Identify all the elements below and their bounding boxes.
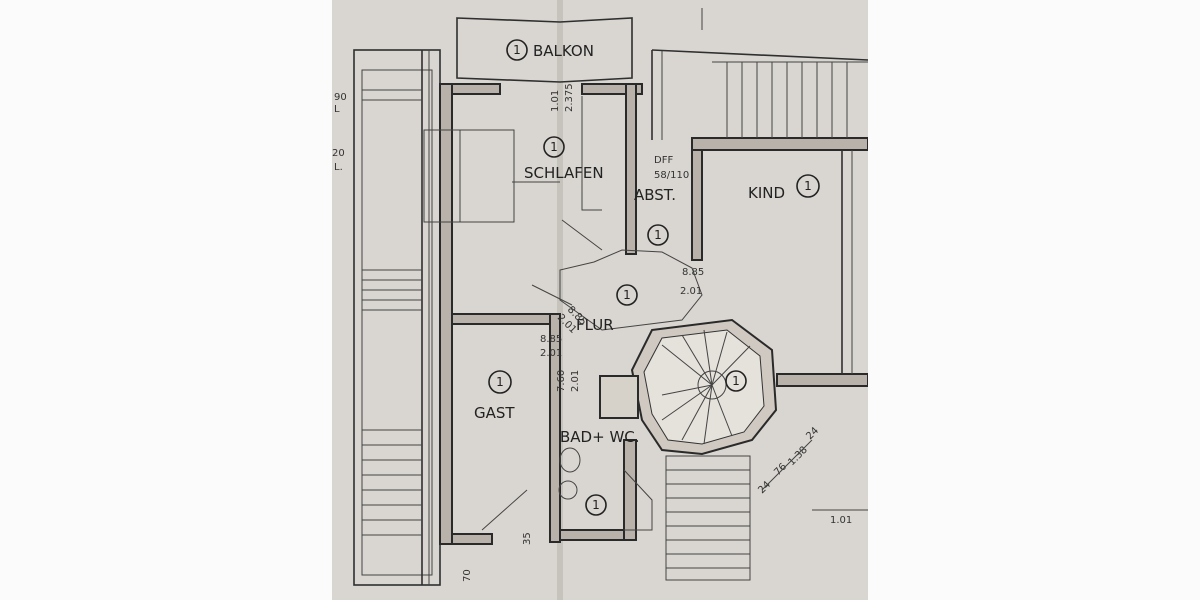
room-marker	[488, 370, 512, 394]
svg-text:2.01: 2.01	[540, 348, 562, 359]
svg-text:L: L	[334, 104, 340, 115]
dim-101: 1.01	[830, 515, 852, 526]
room-label-abst: ABST.	[634, 186, 676, 204]
svg-text:1: 1	[623, 288, 631, 302]
room-marker	[616, 284, 638, 306]
gast-room: 1 GAST	[474, 370, 528, 531]
room-marker	[647, 224, 669, 246]
abst-room: ABST. 1 DFF 58/110	[634, 155, 689, 246]
floor-plan-scan: 1 BALKON 1 SCHLAFEN ABST. 1 DFF 58/110	[332, 0, 868, 600]
wc-bowl	[559, 447, 581, 473]
svg-text:2.01: 2.01	[680, 286, 702, 297]
right-roof	[651, 8, 868, 140]
svg-text:2.01: 2.01	[570, 370, 581, 392]
room-marker	[543, 136, 565, 158]
flur-room: 1 FLUR	[531, 249, 703, 334]
room-marker-text: 1	[513, 43, 521, 57]
left-roof-strip	[353, 49, 441, 586]
dim-90: 90	[334, 92, 347, 103]
svg-text:1: 1	[654, 228, 662, 242]
bed	[423, 129, 515, 223]
kind-room: KIND 1	[748, 150, 853, 374]
dim-dff: DFF	[654, 155, 673, 166]
room-marker	[725, 370, 747, 392]
room-marker	[585, 494, 607, 516]
svg-text:24: 24	[804, 425, 821, 442]
spiral-stair: 1	[630, 318, 778, 581]
bad-wc-room: BAD+ WC. 1	[558, 375, 653, 531]
svg-text:1: 1	[496, 375, 504, 389]
dim-20: 20	[332, 148, 345, 159]
walls	[439, 83, 868, 545]
room-marker	[506, 39, 528, 61]
svg-text:8.85: 8.85	[682, 267, 704, 278]
svg-text:70: 70	[462, 569, 473, 582]
room-label-gast: GAST	[474, 404, 515, 422]
room-label-flur: FLUR	[576, 316, 614, 334]
room-label-bad: BAD+ WC.	[560, 428, 640, 446]
svg-text:8.85: 8.85	[540, 334, 562, 345]
sink	[558, 480, 578, 500]
floor-plan: 1 BALKON 1 SCHLAFEN ABST. 1 DFF 58/110	[332, 0, 868, 600]
svg-text:L.: L.	[334, 162, 343, 173]
svg-text:76: 76	[772, 461, 789, 478]
dim-window: 58/110	[654, 170, 689, 181]
room-marker	[796, 174, 820, 198]
svg-text:7.60: 7.60	[556, 370, 567, 392]
svg-text:1.38: 1.38	[786, 445, 810, 469]
room-label-balkon: BALKON	[533, 42, 594, 60]
svg-text:1: 1	[804, 179, 812, 193]
room-label-kind: KIND	[748, 184, 785, 202]
svg-text:1: 1	[550, 140, 558, 154]
room-label-schlafen: SCHLAFEN	[524, 164, 604, 182]
svg-text:1: 1	[732, 374, 740, 388]
svg-text:2.375: 2.375	[564, 83, 575, 112]
balkon-room: 1 BALKON	[456, 17, 633, 83]
schlafen-room: 1 SCHLAFEN	[423, 96, 604, 251]
dim-door-balkon: 1.01	[550, 90, 561, 112]
svg-text:1: 1	[592, 498, 600, 512]
svg-text:35: 35	[522, 532, 533, 545]
